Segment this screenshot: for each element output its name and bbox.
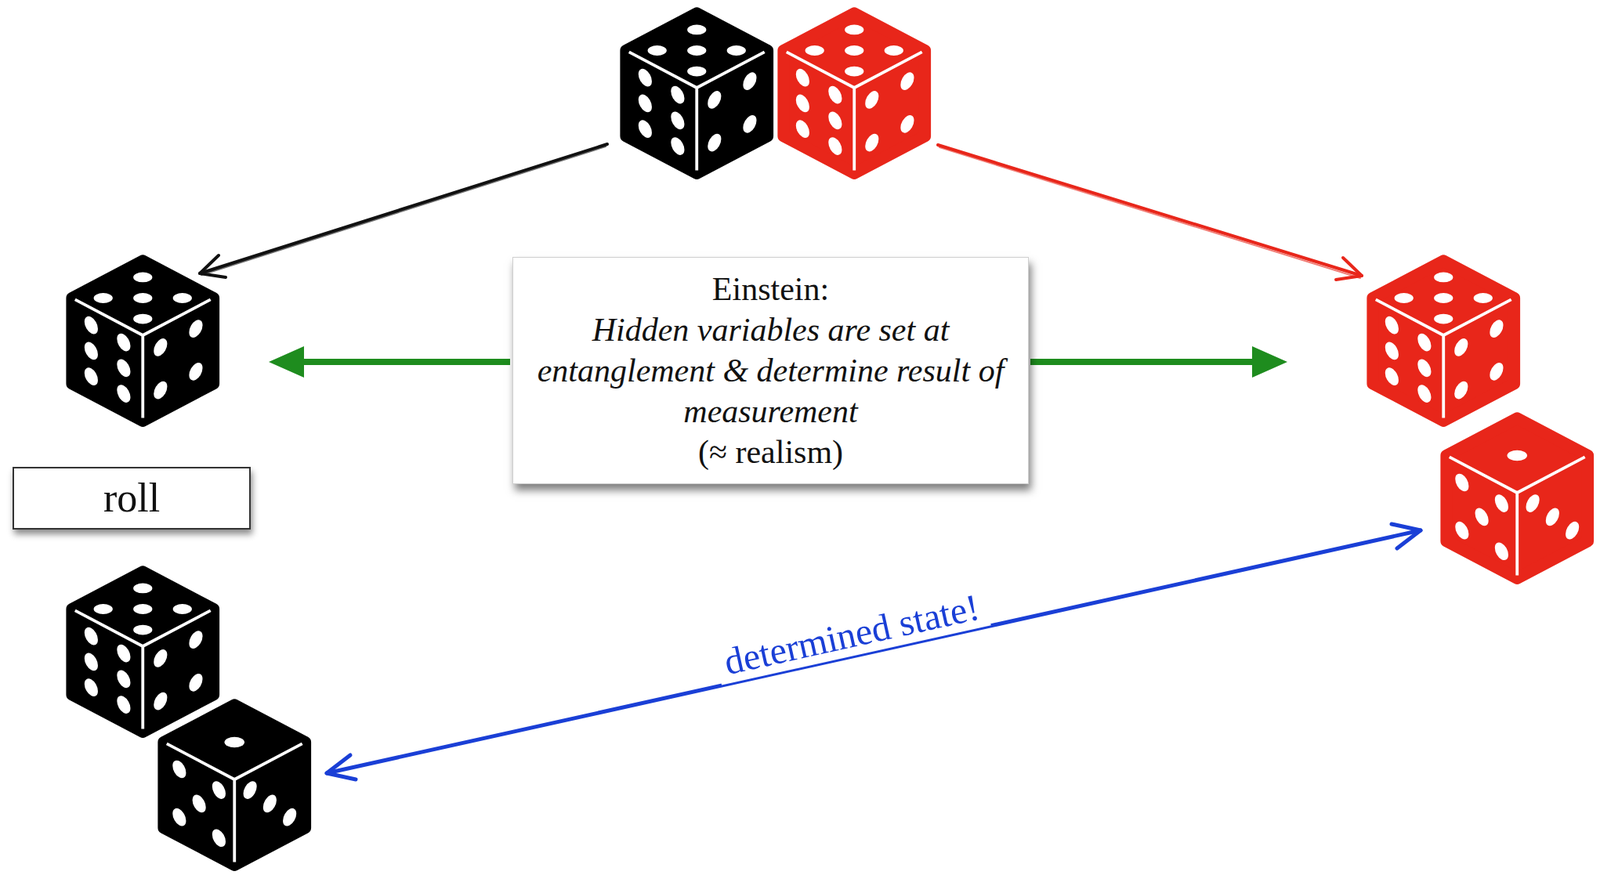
arrow-head (1391, 524, 1421, 549)
green-arrow (268, 346, 511, 378)
button-label: roll (26, 473, 237, 524)
red-die (1372, 260, 1515, 421)
black-die (72, 260, 214, 421)
arrow-head (1252, 346, 1288, 378)
red-die (783, 13, 926, 174)
arrow-label: determined state! (712, 584, 991, 686)
black-die (163, 705, 306, 866)
arrow-line (201, 146, 606, 276)
arrow-line (326, 530, 1421, 774)
black-die (626, 13, 768, 174)
red-die (1446, 418, 1589, 579)
arrow-head (268, 346, 305, 378)
arrow-line (1030, 358, 1258, 366)
arrow-line (199, 144, 608, 274)
arrow-head (326, 755, 356, 780)
arrow-line (937, 144, 1362, 276)
arrow-line (297, 358, 511, 366)
double-arrow (326, 524, 1421, 780)
speaker-name: Einstein: (525, 268, 1016, 310)
claim-text: Hidden variables are set at entanglement… (525, 309, 1016, 432)
realism-note: (≈ realism) (525, 431, 1016, 473)
arrow-head (199, 255, 226, 278)
button-box: roll (12, 466, 251, 530)
green-arrow (1030, 346, 1288, 378)
black-die (72, 571, 214, 732)
arrow-head (1335, 257, 1362, 280)
note-box: Einstein:Hidden variables are set at ent… (512, 257, 1029, 485)
